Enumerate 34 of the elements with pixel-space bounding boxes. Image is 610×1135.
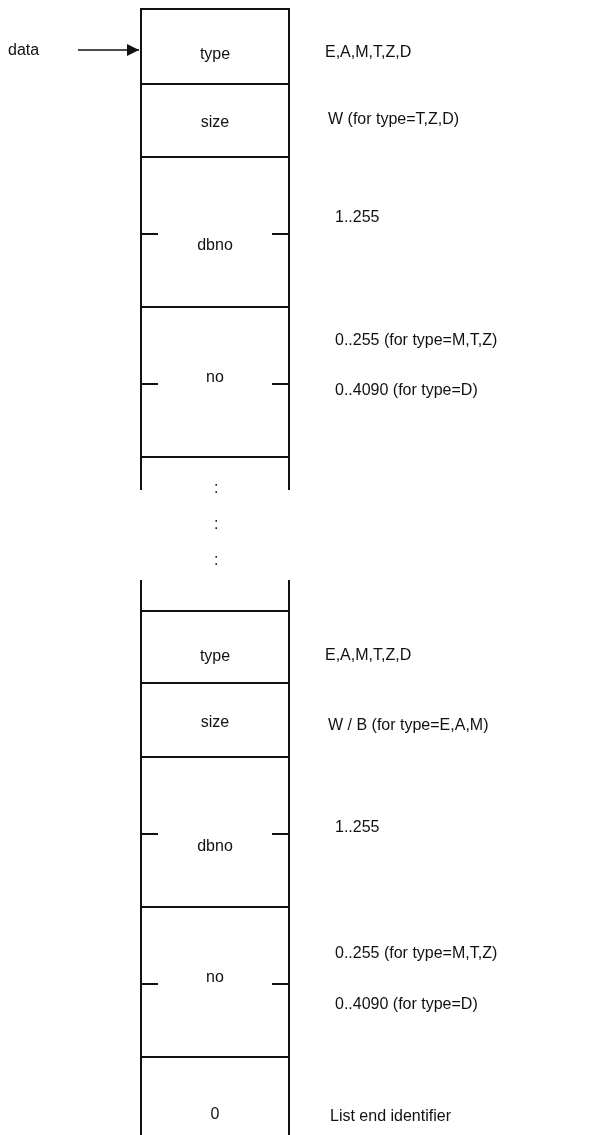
field-cell bbox=[140, 8, 290, 85]
field-name: dbno bbox=[196, 836, 234, 856]
field-cell bbox=[140, 156, 290, 308]
field-name: no bbox=[205, 967, 225, 987]
value-description: List end identifier bbox=[330, 1106, 451, 1126]
value-description: W (for type=T,Z,D) bbox=[328, 109, 460, 129]
field-name: no bbox=[205, 367, 225, 387]
field-name: type bbox=[198, 44, 232, 64]
field-cell bbox=[140, 682, 290, 758]
arrow bbox=[77, 44, 140, 56]
field-cell bbox=[140, 906, 290, 1058]
value-description: 1..255 bbox=[335, 207, 380, 227]
field-name: 0 bbox=[209, 1104, 221, 1124]
continuation-dots: : bbox=[214, 550, 219, 570]
field-cell bbox=[140, 1056, 290, 1135]
value-description: W / B (for type=E,A,M) bbox=[328, 715, 489, 735]
continuation-dots: : bbox=[214, 514, 219, 534]
value-description: 0..4090 (for type=D) bbox=[335, 994, 478, 1014]
field-name: type bbox=[198, 646, 232, 666]
field-cell bbox=[140, 306, 290, 458]
field-name: dbno bbox=[196, 235, 234, 255]
input-label: data bbox=[8, 38, 78, 62]
value-description: 0..4090 (for type=D) bbox=[335, 380, 478, 400]
value-description: E,A,M,T,Z,D bbox=[325, 645, 412, 665]
field-cell bbox=[140, 756, 290, 908]
field-name: size bbox=[199, 112, 231, 132]
field-cell bbox=[140, 610, 290, 684]
continuation-dots: : bbox=[214, 478, 219, 498]
value-description: 0..255 (for type=M,T,Z) bbox=[335, 943, 498, 963]
field-cell bbox=[140, 83, 290, 158]
value-description: 1..255 bbox=[335, 817, 380, 837]
field-name: size bbox=[199, 712, 231, 732]
value-description: 0..255 (for type=M,T,Z) bbox=[335, 330, 498, 350]
value-description: E,A,M,T,Z,D bbox=[325, 42, 412, 62]
